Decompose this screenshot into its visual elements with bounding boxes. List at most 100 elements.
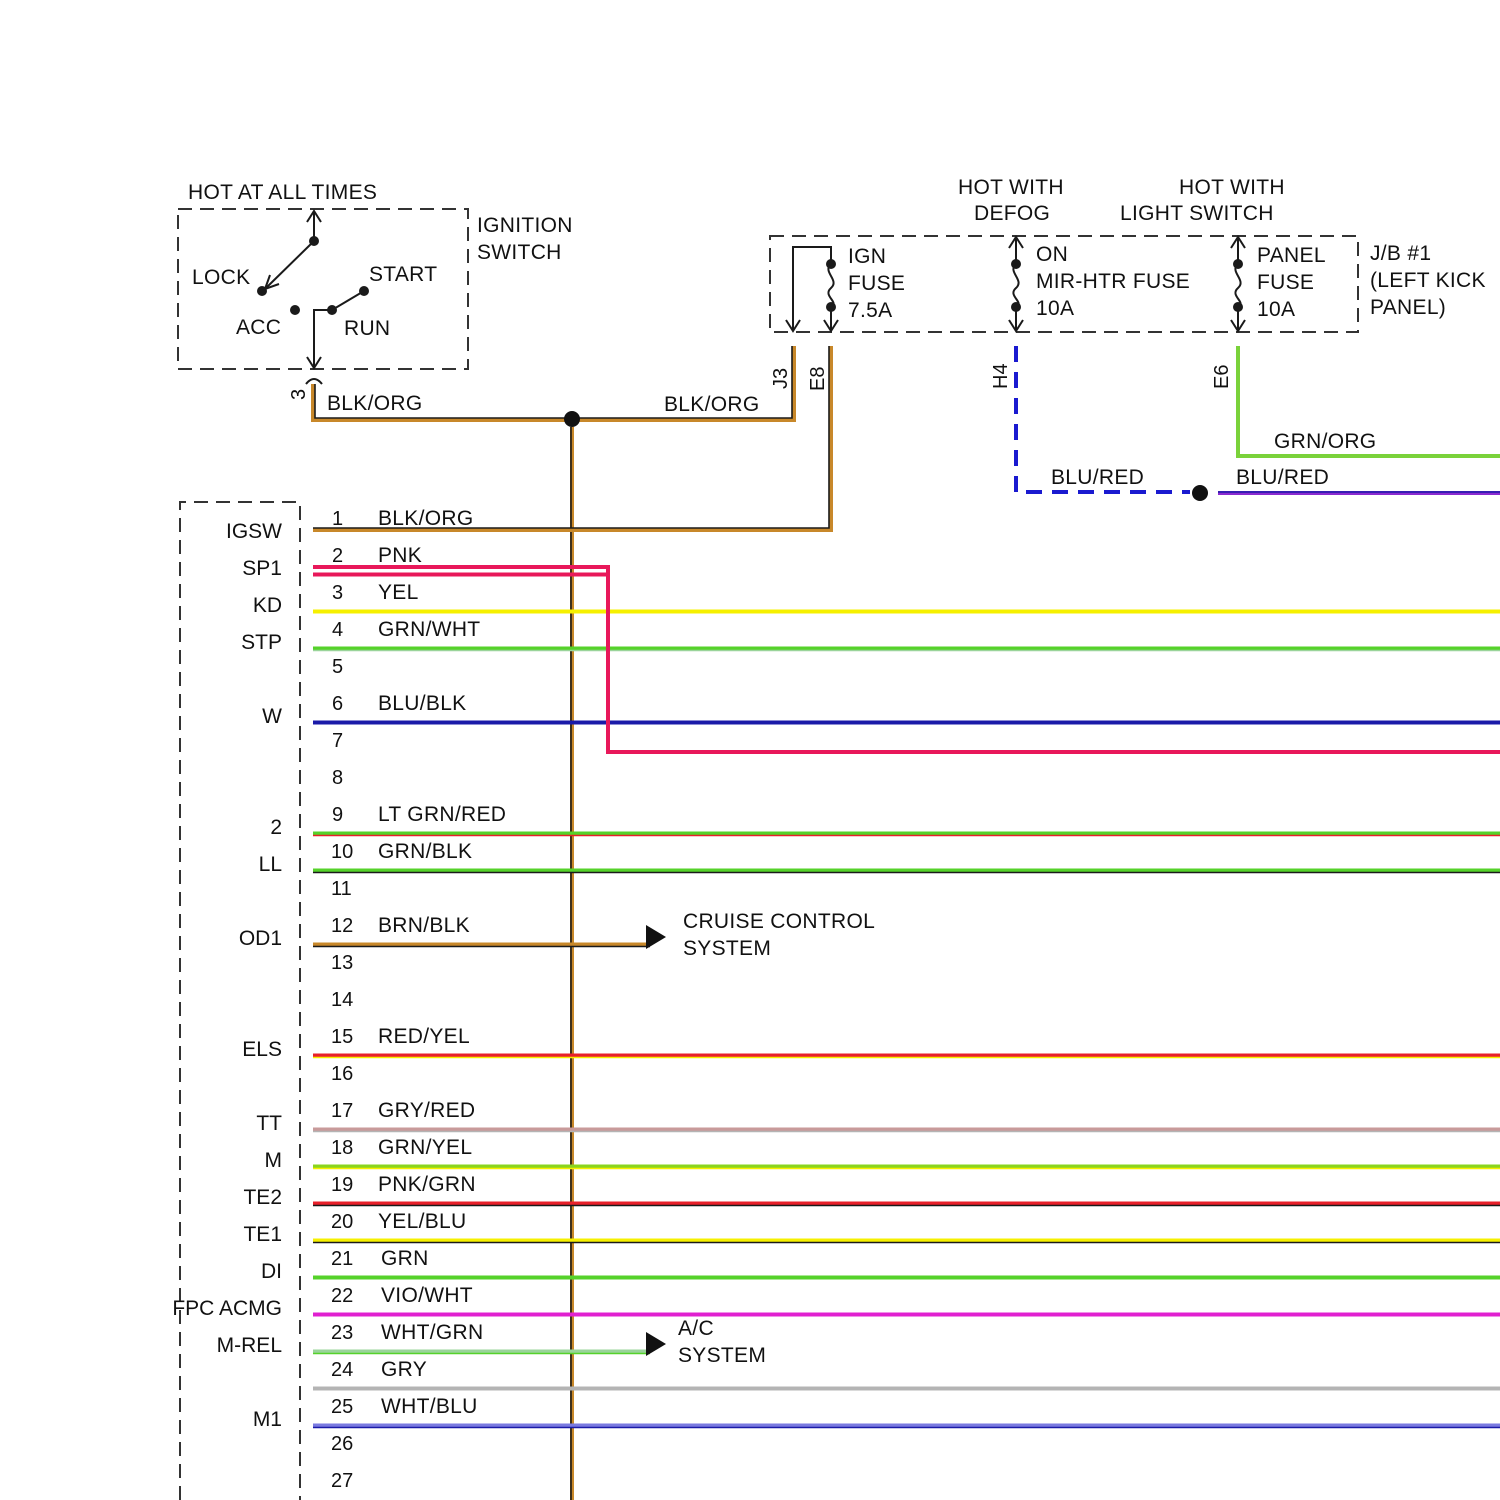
panel-fuse-label: PANEL [1257, 244, 1326, 267]
h4-wire-label-right: BLU/RED [1236, 466, 1329, 489]
pin-number: 13 [331, 952, 353, 974]
pin-number: 19 [331, 1174, 353, 1196]
ac-arrow [646, 1332, 666, 1356]
h4-wire-label: BLU/RED [1051, 466, 1144, 489]
pin-wire-color: BRN/BLK [378, 914, 470, 937]
pin-number: 6 [332, 693, 343, 715]
pin-signal-name: KD [253, 594, 282, 617]
pin-wire-color: GRN/WHT [378, 618, 480, 641]
pin-number: 4 [332, 619, 343, 641]
panel-fuse-label-2: FUSE [1257, 271, 1314, 294]
mir-htr-fuse-label: ON [1036, 243, 1068, 266]
pin-signal-name: M1 [253, 1408, 282, 1431]
ac-label-2: SYSTEM [678, 1344, 766, 1367]
mir-htr-fuse-rating: 10A [1036, 297, 1074, 320]
pin-number: 8 [332, 767, 343, 789]
run-label: RUN [344, 317, 390, 340]
pin-number: 11 [331, 878, 352, 900]
e6-wire-label: GRN/ORG [1274, 430, 1376, 453]
ignition-switch-title-2: SWITCH [477, 241, 562, 264]
ac-label: A/C [678, 1317, 714, 1340]
j3-terminal-label: J3 [770, 368, 792, 389]
pin-number: 5 [332, 656, 343, 678]
ign-wire-label-left: BLK/ORG [327, 392, 422, 415]
pin-wire-color: RED/YEL [378, 1025, 470, 1048]
switch-lever [266, 241, 314, 288]
pin-number: 14 [331, 989, 353, 1011]
pin-number: 3 [332, 582, 343, 604]
pin-signal-name: IGSW [226, 520, 282, 543]
ignition-switch: HOT AT ALL TIMES IGNITION SWITCH LOCK AC… [178, 181, 573, 400]
pin-wire-color: BLU/BLK [378, 692, 466, 715]
acc-label: ACC [236, 316, 281, 339]
upper-wiring: BLK/ORG BLK/ORG BLU/RED BLU/RED GRN/ORG [313, 346, 1500, 1500]
ecm-connector: 1BLK/ORGIGSW2PNKSP13YELKD4GRN/WHTSTP56BL… [172, 502, 1500, 1500]
junction-block-title: J/B #1 [1370, 242, 1431, 265]
pin-signal-name: STP [241, 631, 282, 654]
pin-signal-name: ELS [242, 1038, 282, 1061]
ign-fuse: IGN FUSE 7.5A [786, 245, 905, 331]
defog-supply-label: HOT WITH [958, 176, 1064, 199]
ignition-switch-title: IGNITION [477, 214, 573, 237]
pin-wire-color: GRY/RED [378, 1099, 475, 1122]
pin-number: 26 [331, 1433, 353, 1455]
ignition-terminal-label: 3 [288, 389, 310, 400]
lock-contact [257, 286, 267, 296]
pin-wire-color: YEL [378, 581, 419, 604]
destinations: CRUISE CONTROL SYSTEM A/C SYSTEM [646, 910, 875, 1367]
lock-label: LOCK [192, 266, 250, 289]
panel-fuse-element [1235, 264, 1240, 307]
ign-fuse-rating: 7.5A [848, 299, 892, 322]
pin-wire-color: GRY [381, 1358, 427, 1381]
panel-fuse-rating: 10A [1257, 298, 1295, 321]
pin-number: 24 [331, 1359, 353, 1381]
pin-signal-name: DI [261, 1260, 282, 1283]
pin-wire-color: LT GRN/RED [378, 803, 506, 826]
pin-wire-color: BLK/ORG [378, 507, 473, 530]
mir-htr-fuse: ON MIR-HTR FUSE 10A [1009, 237, 1190, 331]
pin-wire-color: GRN [381, 1247, 429, 1270]
pin-wire-color: WHT/BLU [381, 1395, 478, 1418]
pin-signal-name: LL [259, 853, 282, 876]
pin-wire-color: YEL/BLU [378, 1210, 466, 1233]
pin-number: 22 [331, 1285, 353, 1307]
light-supply-label: HOT WITH [1179, 176, 1285, 199]
pin-signal-name: FPC ACMG [172, 1297, 282, 1320]
panel-fuse: PANEL FUSE 10A [1231, 237, 1326, 331]
ign-wire-label-right: BLK/ORG [664, 393, 759, 416]
junction-block-title-2: (LEFT KICK [1370, 269, 1486, 292]
junction-block-title-3: PANEL) [1370, 296, 1446, 319]
pin-number: 17 [331, 1100, 353, 1122]
pin-wire-color: PNK/GRN [378, 1173, 476, 1196]
junction-block: HOT WITH DEFOG HOT WITH LIGHT SWITCH J/B… [770, 176, 1486, 391]
light-supply-label-2: LIGHT SWITCH [1120, 202, 1274, 225]
pin-number: 7 [332, 730, 343, 752]
switch-output-lead [314, 310, 332, 368]
pin-signal-name: M-REL [217, 1334, 282, 1357]
pin-signal-name: 2 [270, 816, 282, 839]
h4-splice [1192, 485, 1208, 501]
pin-signal-name: TE2 [243, 1186, 282, 1209]
pin-number: 9 [332, 804, 343, 826]
pin-signal-name: TT [256, 1112, 282, 1135]
ign-fuse-label: IGN [848, 245, 886, 268]
pin-signal-name: OD1 [239, 927, 282, 950]
pin-wire-color: WHT/GRN [381, 1321, 483, 1344]
pin-signal-name: W [262, 705, 282, 728]
pin-wire-color: VIO/WHT [381, 1284, 473, 1307]
pin-number: 23 [331, 1322, 353, 1344]
switch-connector-terminal [306, 379, 322, 384]
ign-fuse-bus [793, 247, 831, 330]
pin-number: 16 [331, 1063, 353, 1085]
ignition-supply-label: HOT AT ALL TIMES [188, 181, 377, 204]
acc-contact [290, 305, 300, 315]
ignition-switch-box [178, 209, 468, 369]
ign-splice [564, 411, 580, 427]
pin-number: 21 [331, 1248, 353, 1270]
pin-number: 20 [331, 1211, 353, 1233]
e8-terminal-label: E8 [807, 367, 829, 391]
pin-signal-name: M [265, 1149, 283, 1172]
defog-supply-label-2: DEFOG [974, 202, 1050, 225]
pin-number: 10 [331, 841, 353, 863]
